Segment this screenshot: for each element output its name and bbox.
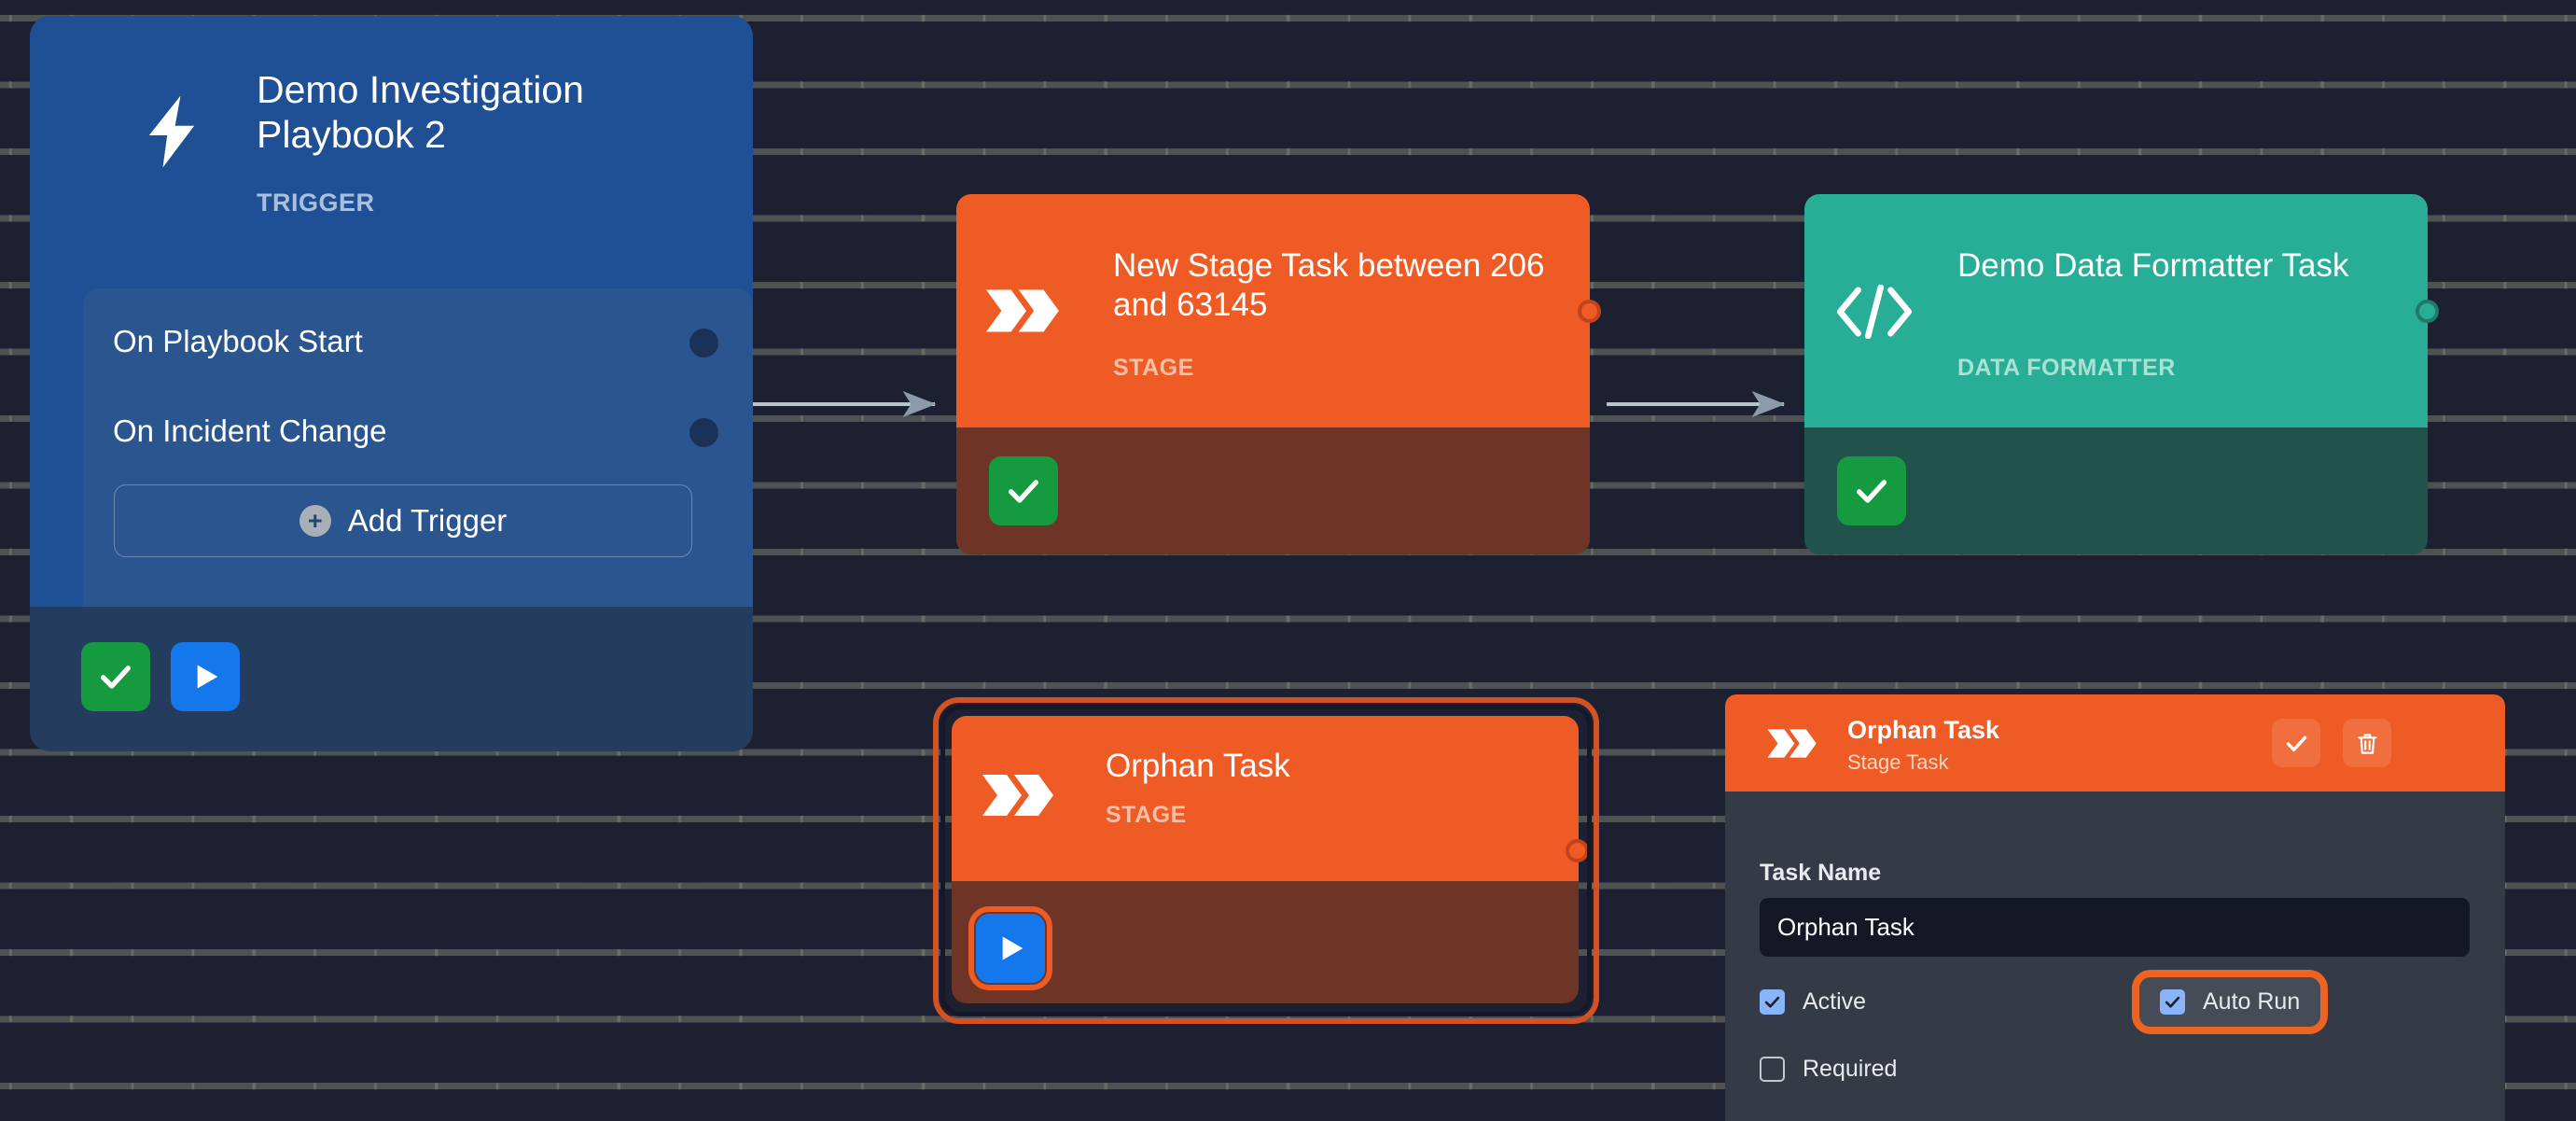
checkbox-required[interactable] bbox=[1760, 1057, 1785, 1082]
checkbox-active[interactable] bbox=[1760, 989, 1785, 1015]
checkbox-label-active: Active bbox=[1803, 988, 1867, 1015]
node-output-port[interactable] bbox=[1566, 839, 1589, 862]
node-type-label: STAGE bbox=[1113, 355, 1194, 381]
lightning-bolt-icon bbox=[131, 81, 213, 182]
node-header bbox=[956, 194, 1590, 427]
node-orphan-task-selection-ring: Orphan Task STAGE bbox=[933, 697, 1599, 1024]
trigger-row-on-playbook-start[interactable]: On Playbook Start bbox=[113, 324, 363, 358]
trigger-rows-container: On Playbook Start On Incident Change + A… bbox=[83, 288, 753, 607]
task-panel-confirm-button[interactable] bbox=[2272, 719, 2320, 767]
task-name-input[interactable] bbox=[1760, 898, 2470, 957]
trigger-node-header: Demo Investigation Playbook 2 TRIGGER On… bbox=[30, 16, 753, 607]
node-type-label: STAGE bbox=[1106, 802, 1187, 828]
node-orphan-task[interactable]: Orphan Task STAGE bbox=[952, 716, 1589, 1003]
node-title: New Stage Task between 206 and 63145 bbox=[1113, 247, 1545, 323]
checkbox-row-auto-run[interactable]: Auto Run bbox=[2131, 970, 2329, 1034]
task-panel-subtitle: Stage Task bbox=[1847, 750, 1949, 774]
node-footer bbox=[956, 427, 1590, 554]
double-chevron-icon bbox=[1767, 728, 1819, 759]
checkbox-row-required[interactable]: Required bbox=[1760, 1056, 1897, 1083]
task-panel-title: Orphan Task bbox=[1847, 716, 2000, 744]
node-confirm-button[interactable] bbox=[989, 456, 1058, 525]
node-confirm-button[interactable] bbox=[1837, 456, 1906, 525]
checkbox-row-active[interactable]: Active bbox=[1760, 988, 1866, 1016]
trigger-confirm-button[interactable] bbox=[81, 642, 150, 711]
plus-icon: + bbox=[299, 505, 331, 537]
trigger-run-button[interactable] bbox=[171, 642, 240, 711]
node-output-port[interactable] bbox=[2416, 300, 2439, 323]
double-chevron-icon bbox=[982, 773, 1057, 818]
node-title: Demo Data Formatter Task bbox=[1957, 247, 2349, 284]
trigger-node-footer bbox=[30, 607, 753, 751]
node-run-button[interactable] bbox=[968, 906, 1052, 990]
node-header bbox=[952, 716, 1579, 881]
checkbox-label-auto-run: Auto Run bbox=[2203, 988, 2301, 1015]
checkbox-auto-run[interactable] bbox=[2160, 989, 2185, 1015]
double-chevron-icon bbox=[986, 287, 1063, 334]
task-panel-delete-button[interactable] bbox=[2343, 719, 2391, 767]
trigger-port-on-incident-change[interactable] bbox=[689, 418, 718, 447]
node-demo-data-formatter-task[interactable]: Demo Data Formatter Task DATA FORMATTER bbox=[1804, 194, 2439, 554]
add-trigger-label: Add Trigger bbox=[347, 503, 508, 538]
node-output-port[interactable] bbox=[1578, 300, 1601, 323]
trigger-node-type: TRIGGER bbox=[257, 189, 375, 217]
node-type-label: DATA FORMATTER bbox=[1957, 355, 2176, 381]
code-brackets-icon bbox=[1834, 285, 1915, 339]
task-panel-header: Orphan Task Stage Task bbox=[1725, 694, 2505, 792]
task-name-label: Task Name bbox=[1760, 860, 1882, 886]
trigger-node[interactable]: Demo Investigation Playbook 2 TRIGGER On… bbox=[30, 16, 753, 751]
add-trigger-button[interactable]: + Add Trigger bbox=[114, 484, 692, 557]
task-detail-panel[interactable]: Orphan Task Stage Task Task Name Active … bbox=[1725, 694, 2505, 1121]
node-footer bbox=[952, 881, 1579, 1003]
trigger-node-title: Demo Investigation Playbook 2 bbox=[257, 68, 584, 157]
node-title: Orphan Task bbox=[1106, 748, 1290, 784]
trigger-row-on-incident-change[interactable]: On Incident Change bbox=[113, 413, 387, 448]
node-new-stage-task[interactable]: New Stage Task between 206 and 63145 STA… bbox=[956, 194, 1601, 554]
node-footer bbox=[1804, 427, 2428, 554]
trigger-port-on-playbook-start[interactable] bbox=[689, 329, 718, 357]
checkbox-label-required: Required bbox=[1803, 1056, 1898, 1082]
